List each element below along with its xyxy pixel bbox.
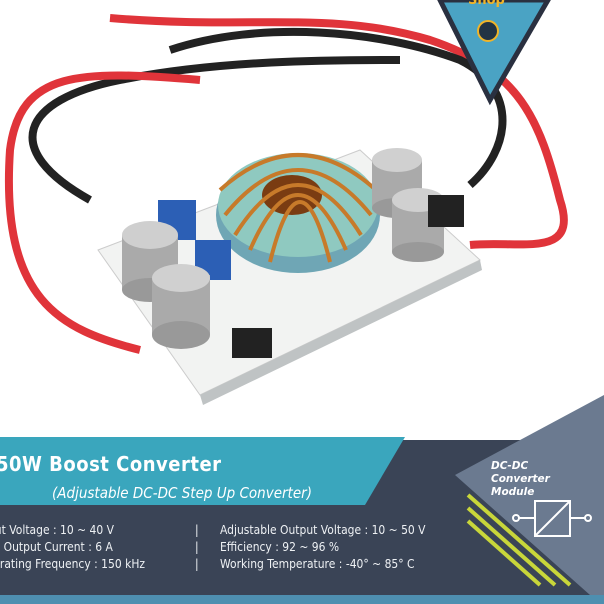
diode (428, 195, 464, 227)
product-title: 50W Boost Converter (0, 452, 222, 476)
spec-temperature: Working Temperature : -40° ~ 85° C (220, 556, 415, 571)
spec-output-voltage: Adjustable Output Voltage : 10 ~ 50 V (220, 522, 426, 537)
black-wire (168, 27, 507, 189)
product-subtitle: (Adjustable DC-DC Step Up Converter) (52, 484, 312, 502)
red-wire (4, 71, 201, 354)
power-chip-icon (477, 20, 499, 42)
spec-max-current: Max Output Current : 6 A (0, 539, 113, 554)
spec-efficiency: Efficiency : 92 ~ 96 % (220, 539, 340, 554)
spec-frequency: Operating Frequency : 150 kHz (0, 556, 146, 571)
separator: | (195, 522, 199, 537)
spec-input-voltage: Input Voltage : 10 ~ 40 V (0, 522, 115, 537)
mosfet (232, 328, 272, 358)
capacitor (392, 188, 444, 262)
capacitor (152, 264, 210, 349)
separator: | (195, 539, 199, 554)
logo-text: Shop (468, 0, 505, 8)
module-badge: DC-DC Converter Module (491, 460, 550, 498)
black-wire (28, 56, 401, 204)
shop-logo (437, 0, 551, 106)
separator: | (195, 556, 199, 571)
